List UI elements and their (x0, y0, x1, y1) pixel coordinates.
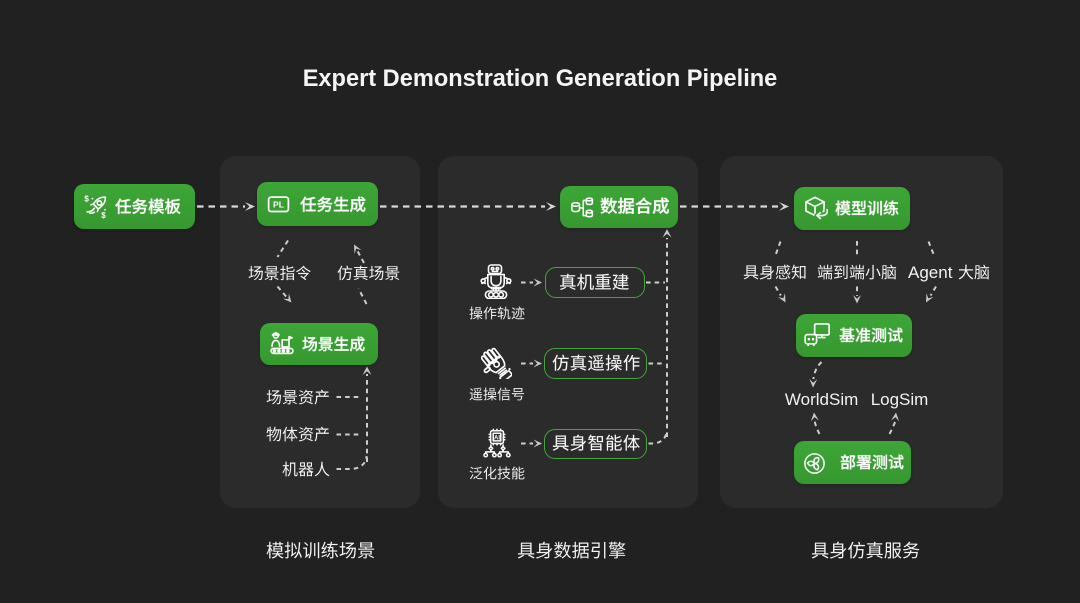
svg-text:PL: PL (273, 199, 284, 209)
svg-text:$: $ (84, 194, 89, 203)
svg-text:$: $ (101, 211, 106, 219)
svg-text:AI: AI (494, 435, 500, 441)
